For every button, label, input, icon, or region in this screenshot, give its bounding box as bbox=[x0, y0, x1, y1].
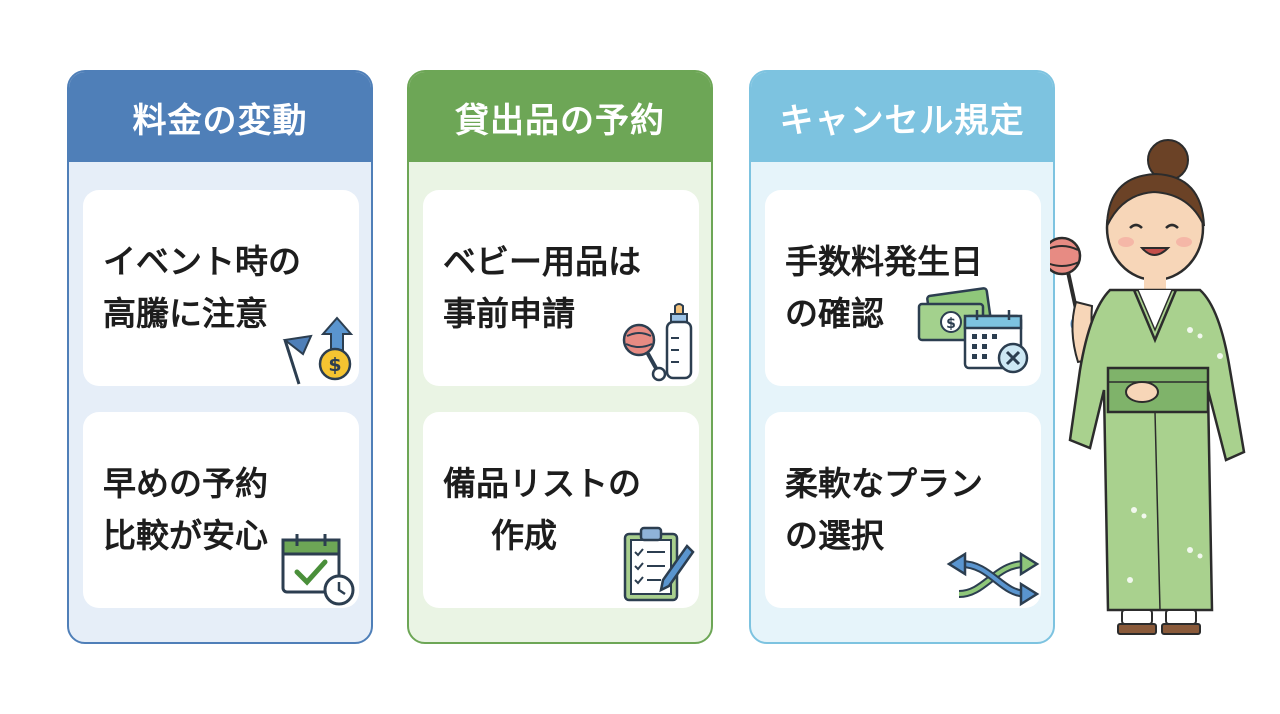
column-header-rental: 貸出品の予約 bbox=[409, 72, 711, 162]
svg-text:$: $ bbox=[328, 354, 341, 376]
column-fee-changes: 料金の変動 イベント時の 高騰に注意 $ 早めの予約 比較が安心 bbox=[67, 70, 373, 644]
column-cancellation-policy: キャンセル規定 手数料発生日 の確認 $ 柔軟なプラン の選択 bbox=[749, 70, 1055, 644]
flag-price-up-icon: $ bbox=[282, 316, 354, 385]
card-text: イベント時の 高騰に注意 bbox=[103, 242, 301, 333]
card-event-price-surge: イベント時の 高騰に注意 $ bbox=[83, 190, 359, 386]
yukata-woman-illustration bbox=[1050, 139, 1246, 635]
card-text: 手数料発生日 の確認 bbox=[785, 242, 983, 333]
card-flexible-plan: 柔軟なプラン の選択 bbox=[765, 412, 1041, 608]
card-text: 早めの予約 比較が安心 bbox=[103, 464, 268, 555]
card-early-booking: 早めの予約 比較が安心 bbox=[83, 412, 359, 608]
money-calendar-cancel-icon: $ bbox=[917, 287, 1029, 374]
card-fee-date-check: 手数料発生日 の確認 $ bbox=[765, 190, 1041, 386]
card-text: ベビー用品は 事前申請 bbox=[443, 242, 641, 333]
calendar-check-clock-icon bbox=[281, 534, 355, 606]
card-text: 柔軟なプラン の選択 bbox=[785, 464, 983, 555]
column-header-fees: 料金の変動 bbox=[69, 72, 371, 162]
column-header-cancel: キャンセル規定 bbox=[751, 72, 1053, 162]
shuffle-arrows-icon bbox=[946, 552, 1040, 607]
card-text: 備品リストの 作成 bbox=[443, 464, 641, 555]
svg-text:$: $ bbox=[946, 316, 956, 332]
column-rental-reservation: 貸出品の予約 ベビー用品は 事前申請 備品リストの 作成 bbox=[407, 70, 713, 644]
clipboard-checklist-icon bbox=[623, 526, 695, 602]
rattle-bottle-icon bbox=[622, 303, 693, 382]
card-baby-goods: ベビー用品は 事前申請 bbox=[423, 190, 699, 386]
card-equipment-list: 備品リストの 作成 bbox=[423, 412, 699, 608]
